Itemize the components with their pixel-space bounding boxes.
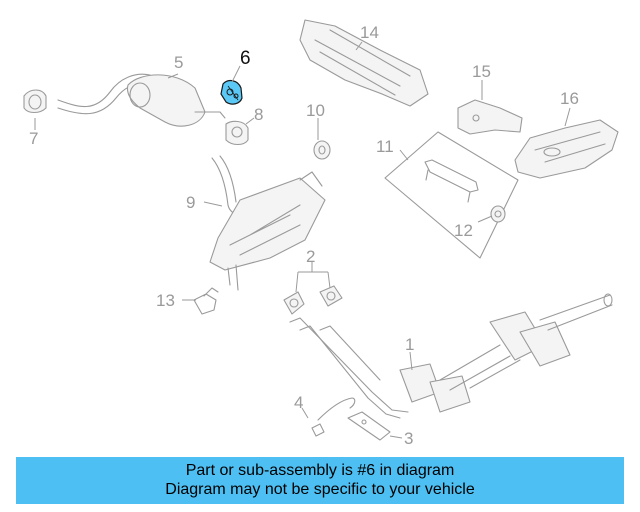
- callout-13: 13: [156, 291, 175, 310]
- callout-15: 15: [472, 62, 491, 81]
- callout-8: 8: [254, 105, 263, 124]
- part-15-bracket[interactable]: [457, 99, 523, 135]
- callout-4: 4: [294, 393, 303, 412]
- callout-14: 14: [360, 23, 379, 42]
- callout-16: 16: [560, 89, 579, 108]
- leader-lines: [34, 41, 571, 439]
- callout-2: 2: [306, 247, 315, 266]
- callout-12: 12: [454, 221, 473, 240]
- info-banner: Part or sub-assembly is #6 in diagram Di…: [16, 457, 624, 504]
- part-12-hanger[interactable]: [490, 205, 506, 223]
- callout-6: 6: [240, 48, 251, 69]
- banner-line-1: Part or sub-assembly is #6 in diagram: [185, 462, 455, 479]
- callout-3: 3: [404, 429, 413, 448]
- callout-7: 7: [29, 129, 38, 148]
- part-13-sensor[interactable]: [193, 287, 219, 315]
- part-4-sensor[interactable]: [311, 397, 356, 437]
- part-16-shield-plate[interactable]: [514, 119, 619, 179]
- part-10-bushing[interactable]: [313, 140, 331, 160]
- part-14-heat-shield[interactable]: [299, 19, 429, 107]
- callout-11: 11: [376, 137, 394, 156]
- part-7-clamp[interactable]: [23, 89, 47, 114]
- banner-line-2: Diagram may not be specific to your vehi…: [165, 481, 475, 498]
- callout-5: 5: [174, 53, 183, 72]
- exhaust-parts-diagram: 5 6 7 8 10 9 11 12 13 14 15 16 2 1 3 4: [23, 19, 619, 448]
- part-5-rear-muffler[interactable]: [57, 73, 226, 127]
- callout-1: 1: [405, 335, 414, 354]
- callout-9: 9: [186, 193, 195, 212]
- part-8-insulator[interactable]: [225, 120, 249, 146]
- part-2-gaskets[interactable]: [283, 285, 343, 315]
- part-1-front-pipe-assembly[interactable]: [289, 293, 613, 419]
- part-11-bracket-box[interactable]: [384, 131, 519, 259]
- part-3-bracket[interactable]: [347, 411, 391, 441]
- part-9-heat-shield[interactable]: [209, 155, 326, 291]
- callout-10: 10: [306, 101, 325, 120]
- part-6-hanger[interactable]: [220, 79, 243, 105]
